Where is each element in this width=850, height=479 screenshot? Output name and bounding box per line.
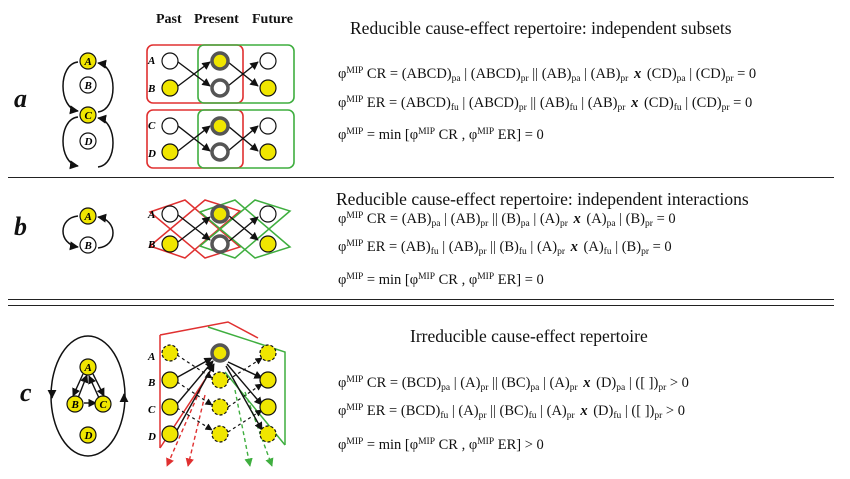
row-label-a-c: A [147,351,155,363]
panel-b-eq-min: φMIP = min [φMIP CR , φMIP ER] = 0 [338,272,544,288]
row-label-a: A [147,55,155,67]
panel-letter-a: a [14,84,27,113]
header-future: Future [252,12,293,27]
panel-letter-b: b [14,212,27,241]
node-a [79,52,97,70]
label-node-b: B [84,80,92,92]
panel-a-eq-min: φMIP = min [φMIP CR , φMIP ER] = 0 [338,127,544,143]
panel-a-network: A B C D [62,52,114,170]
header-past: Past [156,12,182,27]
label-node-a: A [84,56,92,68]
label-node-a-b: A [84,211,92,223]
panel-a-eq-er: φMIP ER = (ABCD)fu | (ABCD)pr || (AB)fu … [338,95,753,113]
row-label-a-b: A [147,209,155,221]
panel-c-eq-cr: φMIP CR = (BCD)pa | (A)pr || (BC)pa | (A… [338,375,689,393]
label-node-b-b: B [84,240,92,252]
green-box-ab [197,44,295,104]
node-c [79,106,97,124]
node-d [79,132,97,150]
label-node-b-c: B [71,399,79,411]
green-box-cd [197,109,295,169]
panel-c-repertoire: A B C D [147,321,286,467]
label-node-d: D [84,136,93,148]
panel-a-repertoire: A B C D [146,44,295,169]
panel-a-title: Reducible cause-effect repertoire: indep… [350,18,732,38]
label-node-c-c: C [100,399,108,411]
panel-c-eq-min: φMIP = min [φMIP CR , φMIP ER] > 0 [338,437,544,453]
label-node-d-c: D [84,430,93,442]
row-label-c-c: C [148,404,156,416]
header-present: Present [194,12,239,27]
panel-c-eq-er: φMIP ER = (BCD)fu | (A)pr || (BC)fu | (A… [338,403,685,421]
separator-bc-bottom [8,305,834,306]
row-label-d-c: D [147,431,156,443]
panel-b-title: Reducible cause-effect repertoire: indep… [336,189,749,209]
label-node-a-c: A [84,362,92,374]
panel-b-repertoire: A B [147,199,292,259]
panel-b-network: A B [62,207,114,254]
row-label-b: B [147,83,155,95]
separator-bc-top [8,299,834,300]
panel-letter-c: c [20,378,32,407]
row-label-c: C [148,120,156,132]
panel-c-title: Irreducible cause-effect repertoire [410,326,648,346]
row-label-d: D [147,148,156,160]
row-label-b-c: B [147,377,155,389]
panel-b-eq-er: φMIP ER = (AB)fu | (AB)pr || (B)fu | (A)… [338,239,672,257]
panel-c-network: A B C D [47,335,129,457]
separator-ab [8,177,834,178]
panel-b-eq-cr: φMIP CR = (AB)pa | (AB)pr || (B)pa | (A)… [338,211,676,229]
label-node-c: C [85,110,93,122]
row-label-b-b: B [147,239,155,251]
node-b [79,76,97,94]
panel-a-eq-cr: φMIP CR = (ABCD)pa | (ABCD)pr || (AB)pa … [338,66,757,84]
